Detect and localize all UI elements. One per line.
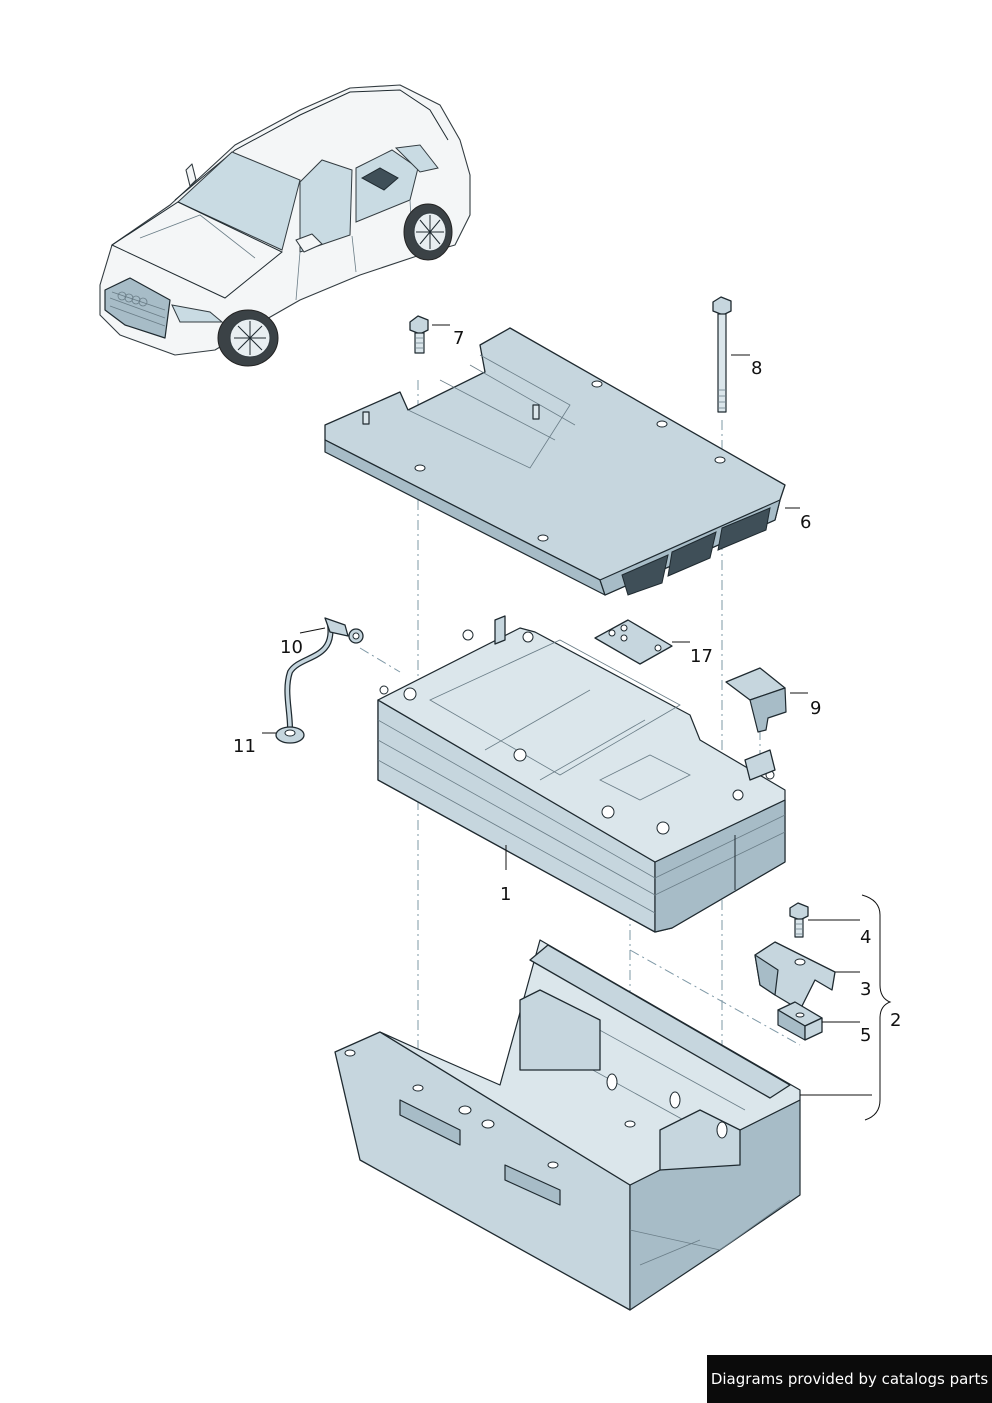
part-11-nut: [275, 726, 305, 744]
callout-10: 10: [280, 637, 303, 658]
callout-17: 17: [690, 646, 713, 667]
part-1-battery: [377, 615, 786, 933]
part-3-clamp: [754, 941, 836, 1011]
part-6-cover: [324, 327, 786, 596]
callout-11: 11: [233, 736, 256, 757]
callout-labels: 7 8 6 17 9 10 11 1 4 3 2 5: [233, 328, 901, 1046]
callout-3: 3: [860, 979, 871, 1000]
part-9-bracket: [725, 667, 787, 733]
part-10-cable: [284, 617, 364, 729]
part-7-bolt: [409, 315, 429, 354]
leader-lines: [262, 324, 892, 1121]
part-17-label: [594, 619, 673, 665]
part-5-wedge: [777, 1001, 823, 1041]
part-8-long-bolt: [712, 296, 732, 413]
vehicle-illustration: [99, 84, 471, 367]
callout-6: 6: [800, 512, 811, 533]
callout-8: 8: [751, 358, 762, 379]
callout-2: 2: [890, 1010, 901, 1031]
callout-1: 1: [500, 884, 511, 905]
callout-5: 5: [860, 1025, 871, 1046]
callout-7: 7: [453, 328, 464, 349]
part-4-bolt: [789, 902, 809, 938]
credit-banner: Diagrams provided by catalogs parts: [707, 1355, 992, 1403]
callout-9: 9: [810, 698, 821, 719]
callout-4: 4: [860, 927, 871, 948]
part-2-tray: [334, 939, 801, 1311]
